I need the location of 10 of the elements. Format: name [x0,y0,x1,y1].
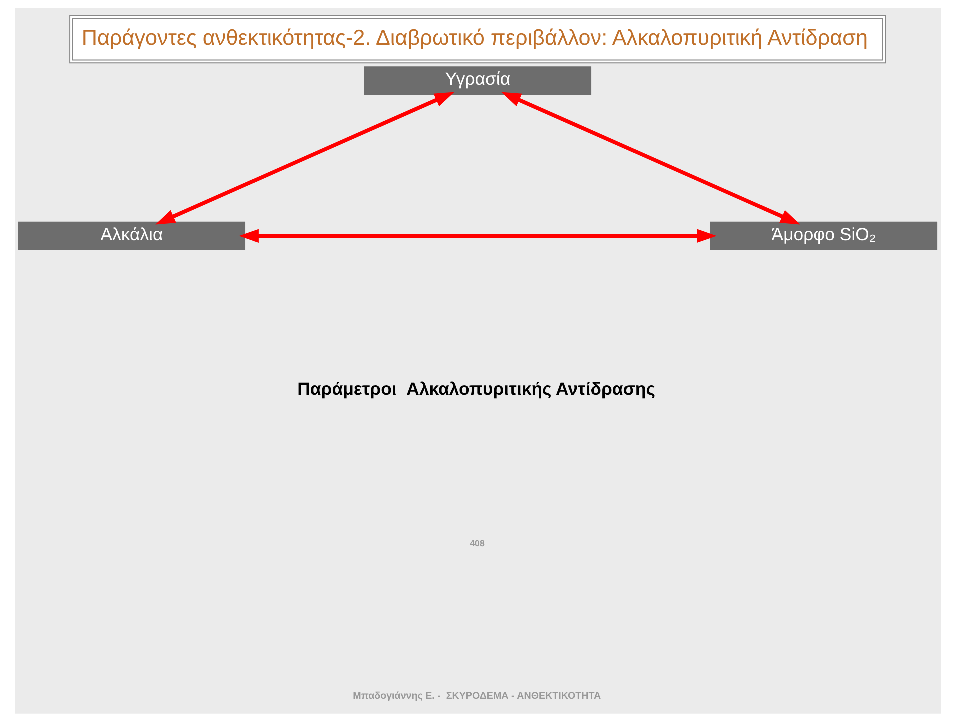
node-box: Αλκάλια [18,222,246,250]
caption: Παράμετροι Αλκαλοπυριτικής Αντίδρασης [297,378,655,399]
arrow [238,229,716,244]
diagram-title: Παράγοντες ανθεκτικότητας-2. Διαβρωτικό περιβάλλον: Αλκαλοπυριτική Αντίδραση [81,25,868,50]
node-box: Υγρασία [364,66,592,96]
arrow [500,92,800,225]
label: 408 [470,538,484,548]
node-box: Άμορφο SiO₂ [710,222,938,250]
label: Μπαδογιάννης Ε. - ΣΚΥΡΟΔΕΜΑ - ΑΝΘΕΚΤΙΚΟΤΗΤΑ [352,691,601,702]
arrow [155,92,454,225]
